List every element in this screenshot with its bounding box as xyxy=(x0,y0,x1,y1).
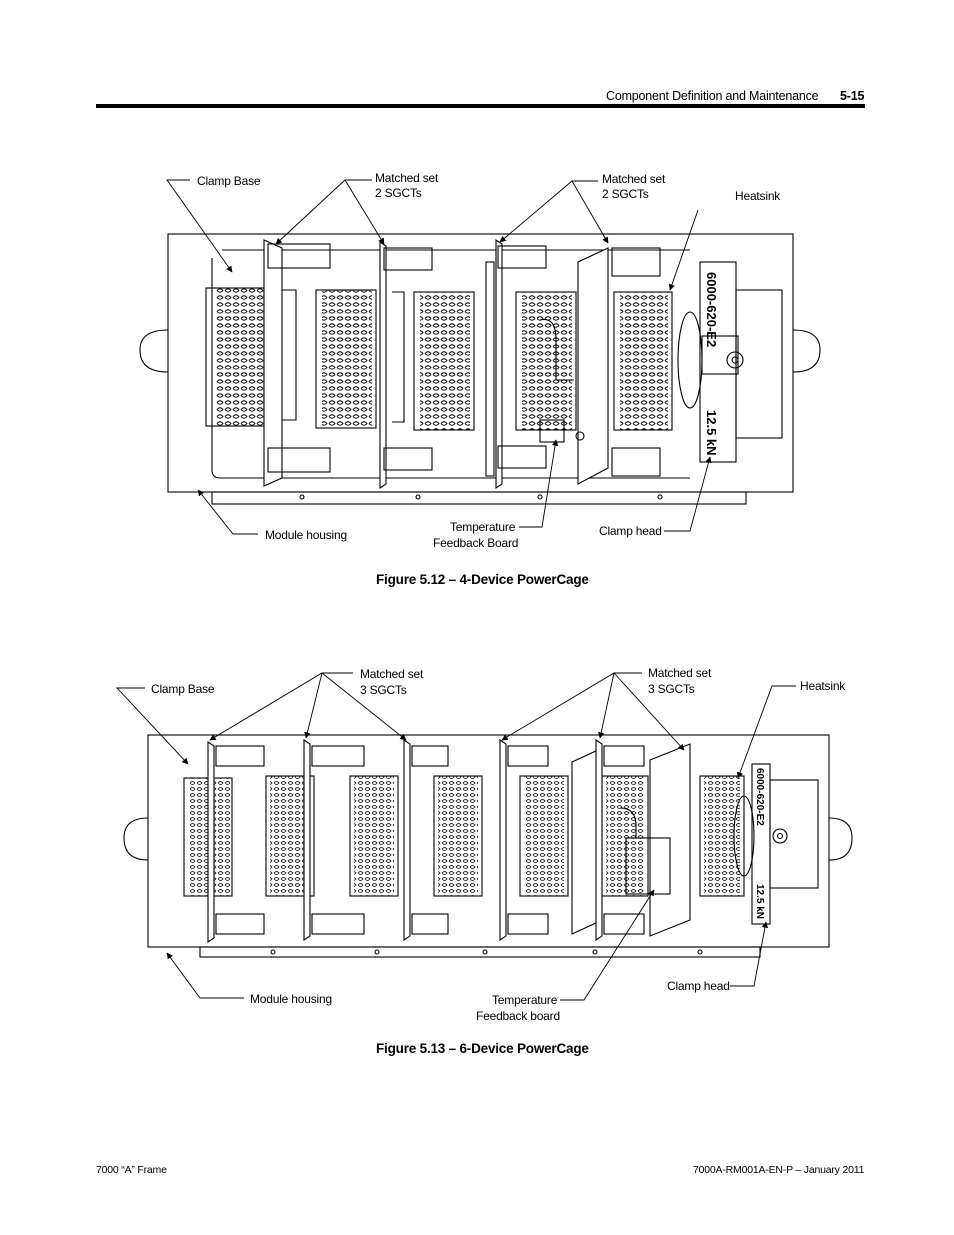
label-matched-set-4-line2: 3 SGCTs xyxy=(648,682,695,696)
label-clamp-base-2: Clamp Base xyxy=(151,682,215,696)
label-matched-set-1-line1: Matched set xyxy=(375,171,439,185)
header-rule xyxy=(96,104,865,108)
label-matched-set-3-line2: 3 SGCTs xyxy=(360,683,407,697)
label-matched-set-2-line1: Matched set xyxy=(602,172,666,186)
label-clamp-head: Clamp head xyxy=(599,524,662,538)
label-module-housing: Module housing xyxy=(265,528,347,542)
label-matched-set-4-line1: Matched set xyxy=(648,666,712,680)
header-section-title: Component Definition and Maintenance xyxy=(606,89,819,103)
label-temperature-2-line2: Feedback board xyxy=(476,1009,560,1023)
label-matched-set-2-line2: 2 SGCTs xyxy=(602,187,649,201)
figure-caption-5-12: Figure 5.12 – 4-Device PowerCage xyxy=(376,572,589,587)
footer-right: 7000A-RM001A-EN-P – January 2011 xyxy=(693,1164,865,1176)
footer-left: 7000 “A” Frame xyxy=(96,1164,167,1176)
plate-text-part-number: 6000-620-E2 xyxy=(704,272,719,347)
figure-caption-5-13: Figure 5.13 – 6-Device PowerCage xyxy=(376,1041,589,1056)
page-number: 5-15 xyxy=(840,89,865,103)
label-temperature-line2: Feedback Board xyxy=(433,536,519,550)
plate-text-part-number-2: 6000-620-E2 xyxy=(754,768,765,826)
plate-text-force-2: 12.5 kN xyxy=(754,884,765,919)
plate-text-force: 12.5 kN xyxy=(704,410,719,456)
label-matched-set-3-line1: Matched set xyxy=(360,667,424,681)
label-matched-set-1-line2: 2 SGCTs xyxy=(375,186,422,200)
label-module-housing-2: Module housing xyxy=(250,992,332,1006)
label-heatsink-2: Heatsink xyxy=(800,679,846,693)
label-clamp-base: Clamp Base xyxy=(197,174,261,188)
label-clamp-head-2: Clamp head xyxy=(667,979,730,993)
label-temperature-2-line1: Temperature xyxy=(492,993,558,1007)
label-heatsink: Heatsink xyxy=(735,189,781,203)
label-temperature-line1: Temperature xyxy=(450,520,516,534)
